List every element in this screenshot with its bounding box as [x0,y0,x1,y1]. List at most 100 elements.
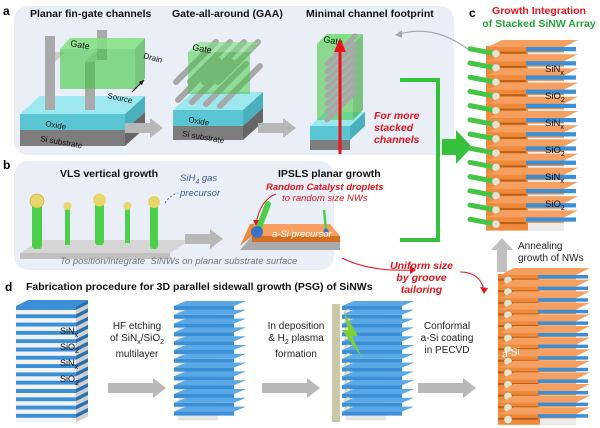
protruding-nitride-layer [174,323,234,328]
recessed-oxide-layer [346,415,386,421]
nitride-layer [526,103,576,109]
protruding-nitride-top [342,406,414,412]
stack-white-layer [16,359,76,365]
stack-side-white [76,378,88,389]
stack-blue-layer [16,397,76,402]
sinw-nanowire [467,88,499,99]
asi-precursor-label: a-Si precursor [272,229,332,240]
protruding-nitride-top [342,397,414,403]
coating-top [488,210,578,218]
sinw-nanowire [467,60,499,71]
nitride-layer [526,217,576,222]
stack-white-layer [16,318,76,323]
vls-nanowires [20,192,190,259]
protruding-nitride-layer [342,314,402,319]
coating-top [500,395,590,403]
stack-side-white [76,353,88,365]
protruding-nitride-top [174,380,246,386]
protruding-nitride-top [174,318,246,324]
coating-top [500,349,590,357]
coating-top [488,125,578,133]
catalyst-droplet [503,415,513,424]
protruding-nitride-layer [342,394,402,398]
protruding-nitride-layer [342,367,402,372]
stack-side-blue [76,300,88,310]
drain-label: Drain [142,51,163,65]
annealing-line-1: Annealing [518,241,563,252]
stack-label-3: SiNx [60,358,79,371]
step-1-line-3: multilayer [115,349,159,360]
groove-shadow [486,122,526,125]
protruding-nitride-layer [174,306,234,310]
stack-blue-layer [16,322,76,327]
coating-top [500,302,590,310]
coating-top [500,384,590,391]
protruding-nitride-layer [174,367,234,372]
groove-shadow [486,222,526,225]
nitride-layer [526,61,576,66]
nitride-layer [538,298,588,302]
coating-top [500,314,590,322]
nitride-layer [526,189,576,194]
stack-side-blue [76,407,88,418]
stack-white-layer [16,417,76,423]
stack-white-layer [16,384,76,389]
step-2-caption: In deposition & H2 plasma formation [256,321,336,361]
coating-top [488,139,578,147]
stack-label-4: SiO2 [60,374,79,387]
step-1-caption: HF etching of SiNx/SiO2 multilayer [102,321,172,361]
layer-label-2: SiO2 [545,91,565,104]
nitride-layer [538,321,588,325]
protruding-nitride-top [174,371,246,377]
protruding-nitride-top [174,309,246,315]
stack-side-blue [76,399,88,410]
coating-top [488,68,578,76]
protruding-nitride-layer [342,350,402,354]
gaa-device: Gate Oxide Si substrate [173,39,263,145]
sinw-nanowire [467,174,499,185]
gas-word: gas [199,173,218,184]
fin-gate-device: Gate Drain Source Oxide Si substrate [20,30,163,150]
stack-side-blue [76,324,88,335]
protruding-nitride-layer [342,411,402,416]
process-arrow-5 [262,378,320,398]
uniform-note-line-1: Uniform size [390,260,454,272]
coating-top [500,337,590,345]
groove-shadow [486,165,526,168]
coating-top [488,111,578,118]
stack-blue-layer [16,372,76,377]
protruding-nitride-layer [342,323,402,328]
sinw-nanowire [467,117,499,128]
gas-precursor-word: precursor [180,187,221,199]
protruding-nitride-layer [174,350,234,354]
indium-deposited-stack [332,301,414,422]
nitride-layer [538,333,588,337]
protruding-nitride-layer [174,402,234,407]
coating-top [500,372,590,380]
protruding-nitride-top [342,362,414,368]
coating-top [500,268,590,275]
layer-label-6: SiO2 [545,199,565,212]
protruding-nitride-layer [342,402,402,407]
integration-arrow [442,130,472,164]
groove-shadow [486,94,526,97]
nitride-layer [538,309,588,314]
protruding-nitride-layer [174,385,234,390]
stacked-note-line-1: For more [374,110,420,122]
stack-white-layer [16,393,76,398]
nitride-layer [538,379,588,383]
stacked-note-line-2: stacked [374,122,414,134]
layer-label-5: SiNx [545,172,564,185]
coating-top [500,279,590,287]
fin-gate-label: Gate [70,38,91,51]
protruding-nitride-layer [342,376,402,381]
groove-shadow [486,51,526,54]
sinw-nanowire [467,145,499,156]
stack-white-layer [16,343,76,348]
stack-white-layer [16,368,76,373]
protruding-nitride-top [174,301,246,306]
gaa-oxide-label: Oxide [188,115,211,128]
stack-side-blue [76,349,88,360]
nitride-layer [526,75,576,80]
protruding-nitride-layer [342,341,402,346]
